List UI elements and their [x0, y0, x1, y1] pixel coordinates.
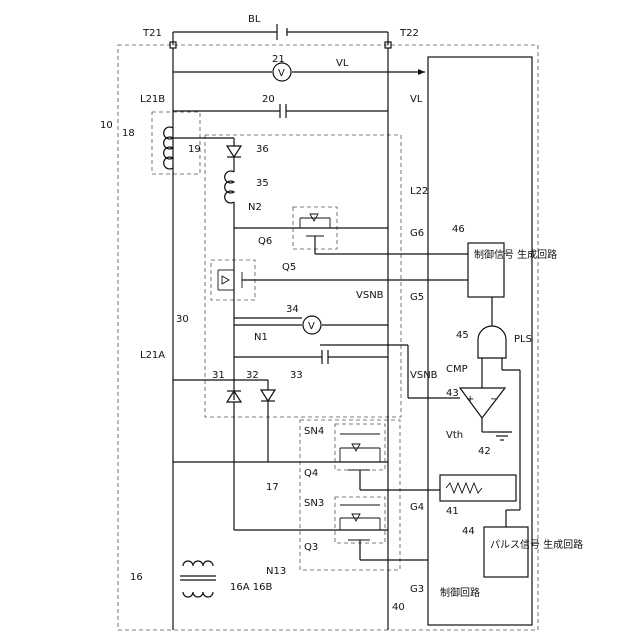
label-n1: N1: [254, 332, 268, 343]
label-10: 10: [100, 120, 113, 131]
vth-source-41: [440, 475, 516, 501]
transformer-16b: [183, 592, 213, 597]
label-32: 32: [246, 370, 259, 381]
label-20: 20: [262, 94, 275, 105]
label-q3: Q3: [304, 542, 318, 553]
label-q4: Q4: [304, 468, 318, 479]
label-l21a: L21A: [140, 350, 165, 361]
label-control-signal-gen: 制御信号 生成回路: [474, 248, 557, 261]
label-g5: G5: [410, 292, 424, 303]
label-bl: BL: [248, 14, 261, 25]
boundary-10: [118, 45, 538, 630]
label-g4: G4: [410, 502, 424, 513]
label-vsnb-mid: VSNB: [410, 370, 438, 381]
arrow: [418, 69, 425, 75]
label-34: 34: [286, 304, 299, 315]
label-36: 36: [256, 144, 269, 155]
label-plus: +: [466, 394, 474, 405]
label-33: 33: [290, 370, 303, 381]
label-pulse-gen: パルス信号 生成回路: [490, 538, 583, 551]
label-35: 35: [256, 178, 269, 189]
label-cmp: CMP: [446, 364, 468, 375]
mosfet-q4: [352, 444, 360, 451]
inductor-35: [225, 171, 234, 203]
label-16a-16b: 16A 16B: [230, 582, 272, 593]
inductor-19: [164, 127, 173, 169]
label-l21b: L21B: [140, 94, 165, 105]
label-vl-right: VL: [410, 94, 423, 105]
label-18: 18: [122, 128, 135, 139]
label-19: 19: [188, 144, 201, 155]
label-t21: T21: [142, 28, 162, 39]
diode-32: [261, 390, 275, 401]
label-41: 41: [446, 506, 459, 517]
label-vl-top: VL: [336, 58, 349, 69]
boundary-18: [152, 112, 200, 174]
label-q5: Q5: [282, 262, 296, 273]
label-vth: Vth: [446, 430, 463, 441]
label-pls: PLS: [514, 334, 532, 345]
label-n13: N13: [266, 566, 286, 577]
label-vsnb-top: VSNB: [356, 290, 384, 301]
pulse-generator-block: [484, 527, 528, 577]
label-43: 43: [446, 388, 459, 399]
boundary-sn3: [335, 497, 385, 543]
vth-resistor: [446, 483, 482, 493]
label-q6: Q6: [258, 236, 272, 247]
label-42: 42: [478, 446, 491, 457]
diode-36: [227, 146, 241, 157]
label-g6: G6: [410, 228, 424, 239]
label-44: 44: [462, 526, 475, 537]
label-g3: G3: [410, 584, 424, 595]
label-control-circuit: 制御回路: [440, 586, 480, 599]
mosfet-q6: [310, 214, 318, 221]
label-sn4: SN4: [304, 426, 324, 437]
label-45: 45: [456, 330, 469, 341]
label-16: 16: [130, 572, 143, 583]
label-minus: −: [490, 394, 498, 405]
label-30: 30: [176, 314, 189, 325]
mosfet-q5: [222, 276, 229, 284]
label-40: 40: [392, 602, 405, 613]
mosfet-q3: [352, 514, 360, 521]
voltmeter-21-symbol: V: [278, 68, 285, 79]
label-21: 21: [272, 54, 285, 65]
label-sn3: SN3: [304, 498, 324, 509]
label-31: 31: [212, 370, 225, 381]
transformer-16a: [183, 561, 213, 566]
label-17: 17: [266, 482, 279, 493]
label-l22: L22: [410, 186, 428, 197]
label-n2: N2: [248, 202, 262, 213]
boundary-sn4: [335, 424, 385, 470]
label-t22: T22: [399, 28, 419, 39]
voltmeter-34-symbol: V: [308, 321, 315, 332]
label-46: 46: [452, 224, 465, 235]
and-gate-45: [478, 326, 506, 358]
